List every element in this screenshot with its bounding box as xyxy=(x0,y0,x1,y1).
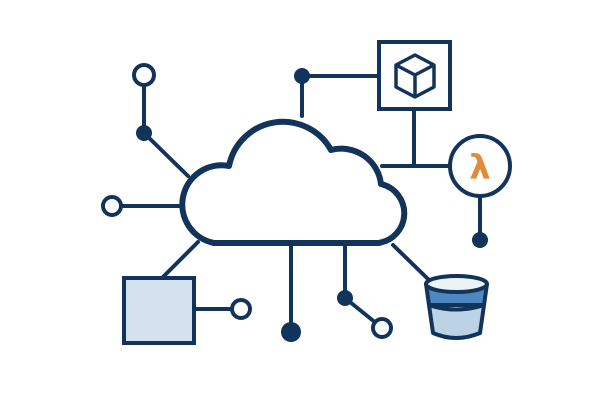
filled-node-top xyxy=(294,68,310,84)
cube-icon xyxy=(394,53,436,99)
filled-node-bottom-center xyxy=(281,322,301,342)
lambda-circle xyxy=(448,134,512,198)
filled-node-bottom-mid xyxy=(337,290,353,306)
open-node-top-left xyxy=(132,63,156,87)
cloud-icon xyxy=(179,118,408,246)
filled-node-top-left xyxy=(136,125,152,141)
storage-square-icon xyxy=(122,276,196,345)
bucket-icon xyxy=(424,274,489,340)
connector-bottom-left xyxy=(160,240,200,280)
open-node-left xyxy=(101,195,123,217)
filled-node-right xyxy=(472,232,488,248)
connector-top-left-diagonal xyxy=(142,131,190,178)
open-node-bottom-right xyxy=(371,317,393,339)
connector-bottom-right xyxy=(391,243,430,281)
open-node-square-right xyxy=(230,298,252,320)
lambda-icon: λ xyxy=(469,148,491,188)
